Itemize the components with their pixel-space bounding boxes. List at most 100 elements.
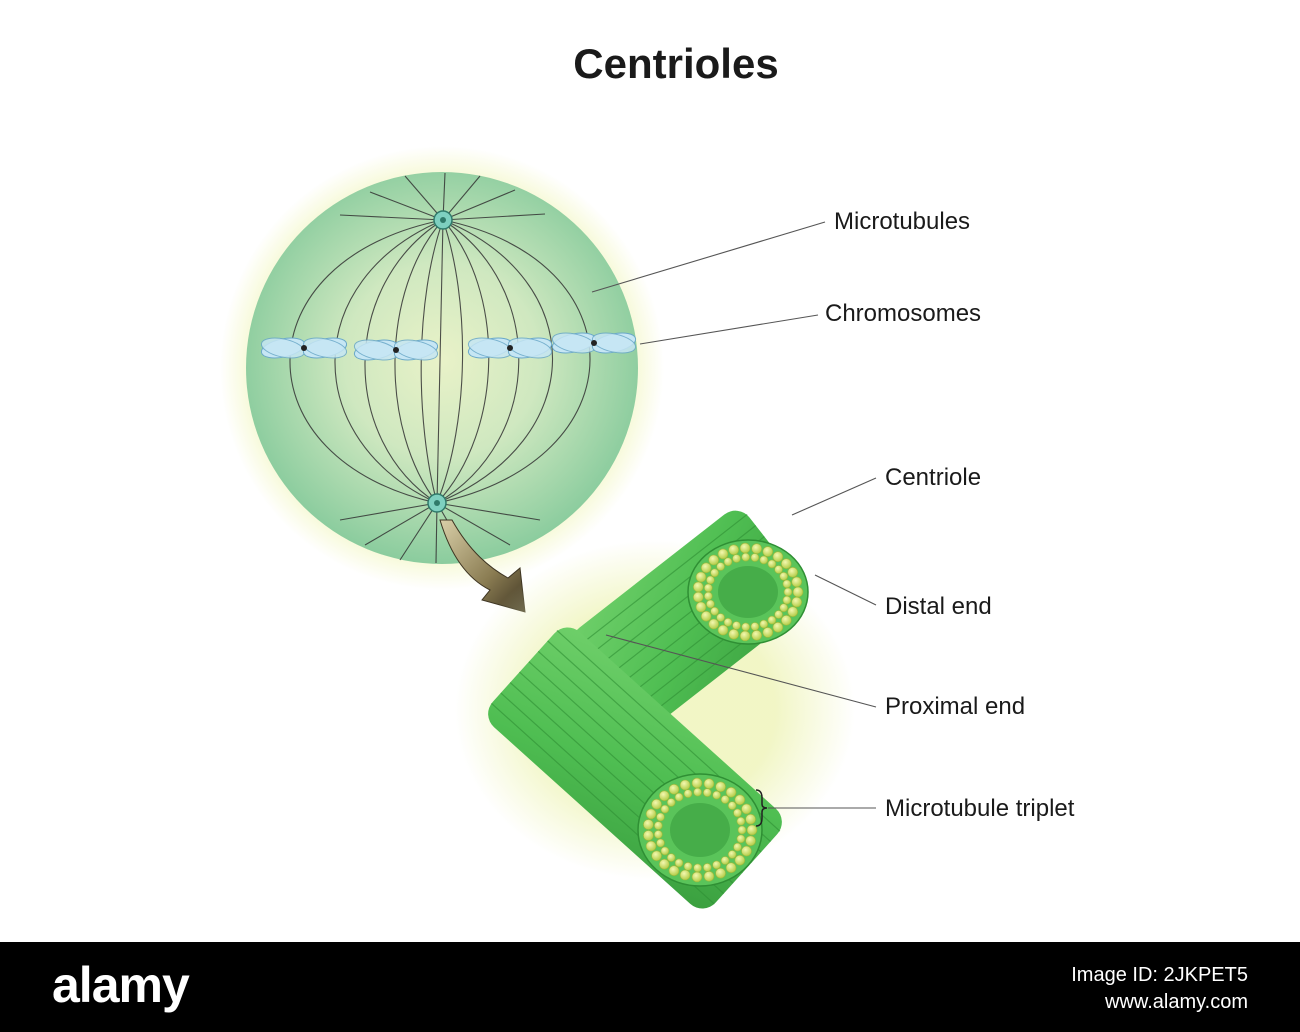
triplet-dot xyxy=(774,610,783,619)
triplet-dot xyxy=(710,606,719,616)
triplet-dot xyxy=(674,858,684,868)
triplet-dot xyxy=(762,546,774,557)
label-microtubules: Microtubules xyxy=(834,208,971,235)
triplet-dot xyxy=(767,559,777,569)
triplet-dot xyxy=(759,555,769,565)
triplet-dot xyxy=(723,557,733,567)
triplet-dot xyxy=(759,619,769,629)
triplet-dot xyxy=(645,840,657,852)
triplet-dot xyxy=(779,571,789,581)
triplet-dot xyxy=(683,789,693,798)
triplet-dot xyxy=(727,850,737,859)
triplet-dot xyxy=(692,581,704,593)
triplet-dot xyxy=(656,812,665,822)
triplet-dot xyxy=(739,630,751,642)
triplet-dot xyxy=(750,553,760,562)
chromosome xyxy=(467,337,553,359)
triplet-dot xyxy=(643,830,654,841)
triplet-dot xyxy=(736,834,746,844)
triplet-dot xyxy=(741,803,752,815)
triplet-dot xyxy=(783,587,793,597)
triplet-dot xyxy=(706,575,715,585)
triplet-dot xyxy=(658,790,670,802)
triplet-dot xyxy=(651,850,662,862)
triplet-dot xyxy=(734,854,746,866)
triplet-dot xyxy=(751,629,763,641)
triplet-dot xyxy=(720,795,730,804)
triplet-dot xyxy=(741,845,752,857)
triplet-dot xyxy=(653,821,663,830)
label-chromosomes: Chromosomes xyxy=(825,300,982,327)
triplet-dot xyxy=(728,628,740,640)
triplet-dot xyxy=(780,614,792,626)
triplet-dot xyxy=(692,591,704,603)
triplet-dot xyxy=(723,617,733,627)
triplet-dot xyxy=(745,835,756,847)
triplet-dot xyxy=(668,865,680,877)
spindle-fibers xyxy=(289,172,591,564)
triplet-dot xyxy=(725,862,737,874)
triplet-dot xyxy=(751,543,763,555)
triplet-dot xyxy=(727,801,737,810)
triplet-dot xyxy=(703,870,715,882)
triplet-dot xyxy=(739,542,751,554)
label-microtubule-triplet: Microtubule triplet xyxy=(885,795,1075,822)
chromosome xyxy=(260,337,348,359)
triplet-dot xyxy=(708,554,720,566)
lower-centrosome xyxy=(427,493,447,513)
triplet-dot xyxy=(668,783,680,795)
triplet-dot xyxy=(679,869,691,881)
cell xyxy=(220,146,664,590)
triplet-dot xyxy=(658,858,670,870)
triplet-dot xyxy=(787,566,799,578)
triplet-dot xyxy=(716,613,725,622)
triplet-dot xyxy=(733,808,742,818)
triplet-dot xyxy=(732,554,741,563)
footer-logo: alamy xyxy=(52,957,190,1013)
triplet-dot xyxy=(767,615,777,625)
triplet-dot xyxy=(715,867,726,879)
triplet-dot xyxy=(772,621,784,633)
triplet-dot xyxy=(782,595,792,605)
chromosome xyxy=(551,332,637,354)
triplet-dot xyxy=(703,583,713,593)
triplet-dot xyxy=(679,779,691,791)
triplet-dots-lower xyxy=(643,777,758,883)
triplet-dot xyxy=(706,599,715,609)
triplet-dot xyxy=(741,552,751,562)
triplet-dot xyxy=(700,610,712,622)
triplet-dot xyxy=(712,860,721,870)
triplet-dot xyxy=(708,618,720,630)
triplet-dot xyxy=(737,825,747,835)
triplet-dot xyxy=(643,819,654,830)
leader-lines xyxy=(591,221,877,809)
label-centriole: Centriole xyxy=(885,464,982,491)
triplet-dots-upper xyxy=(692,542,804,642)
triplet-dot xyxy=(712,790,721,800)
footer-image-id: Image ID: 2JKPET5 www.alamy.com xyxy=(1071,962,1248,1016)
triplet-dot xyxy=(774,565,783,574)
triplet-dot xyxy=(741,622,751,632)
triplet-dot xyxy=(791,596,803,608)
label-distal-end: Distal end xyxy=(885,593,992,620)
triplet-dot xyxy=(651,798,662,810)
triplet-dot xyxy=(695,571,707,583)
triplet-dot xyxy=(645,808,657,820)
triplet-dot xyxy=(666,853,676,862)
triplet-dot xyxy=(683,862,693,871)
triplet-dot xyxy=(716,562,725,571)
image-id-text: Image ID: 2JKPET5 xyxy=(1071,964,1248,986)
chromosome xyxy=(353,339,439,361)
label-proximal-end: Proximal end xyxy=(885,693,1026,720)
triplet-dot xyxy=(715,781,726,793)
triplet-dot xyxy=(725,786,737,798)
triplet-dot xyxy=(702,788,712,797)
triplet-dot xyxy=(791,576,803,588)
triplet-dot xyxy=(732,621,741,630)
triplet-dot xyxy=(691,871,703,883)
triplet-dot xyxy=(745,813,756,825)
triplet-dot xyxy=(702,863,712,872)
triplet-dot xyxy=(792,586,804,598)
triplet-dot xyxy=(656,838,665,848)
triplet-dot xyxy=(779,603,789,613)
